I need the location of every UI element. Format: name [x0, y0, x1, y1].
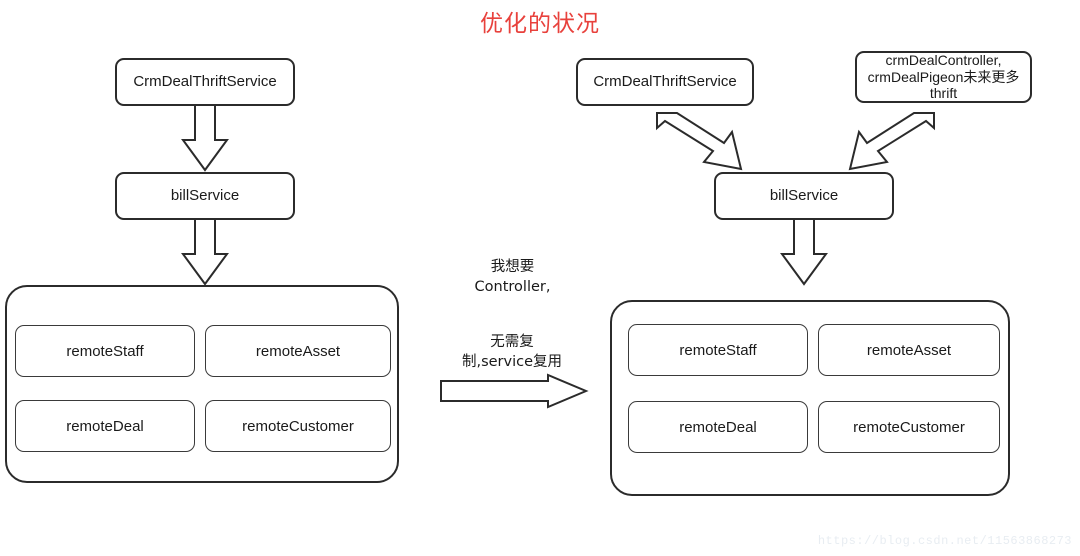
middle-label-no-copy-reuse: 无需复 制,service复用: [461, 334, 563, 370]
block-arrow-right-icon: [440, 373, 589, 409]
right-inner-node-remotecustomer[interactable]: remoteCustomer: [818, 401, 1000, 453]
block-arrow-down-icon: [181, 104, 229, 172]
watermark-text: https://blog.csdn.net/11563868273: [817, 534, 1072, 548]
left-inner-node-remoteasset[interactable]: remoteAsset: [205, 325, 391, 377]
left-node-billservice[interactable]: billService: [115, 172, 295, 220]
block-arrow-diagonal-down-right-icon: [656, 112, 743, 171]
block-arrow-down-icon: [780, 218, 828, 286]
right-node-crmdealcontroller[interactable]: crmDealController, crmDealPigeon未来更多 thr…: [855, 51, 1032, 103]
left-remote-services-group: remoteStaff remoteAsset remoteDeal remot…: [5, 285, 399, 483]
block-arrow-down-icon: [181, 218, 229, 286]
middle-label-want-controller: 我想要 Controller,: [474, 259, 551, 295]
left-node-crmdealthriftservice[interactable]: CrmDealThriftService: [115, 58, 295, 106]
left-inner-node-remotestaff[interactable]: remoteStaff: [15, 325, 195, 377]
right-remote-services-group: remoteStaff remoteAsset remoteDeal remot…: [610, 300, 1010, 496]
right-inner-node-remotedeal[interactable]: remoteDeal: [628, 401, 808, 453]
right-node-billservice[interactable]: billService: [714, 172, 894, 220]
left-inner-node-remotecustomer[interactable]: remoteCustomer: [205, 400, 391, 452]
right-inner-node-remoteasset[interactable]: remoteAsset: [818, 324, 1000, 376]
right-node-crmdealthriftservice[interactable]: CrmDealThriftService: [576, 58, 754, 106]
block-arrow-diagonal-down-left-icon: [848, 112, 935, 171]
right-inner-node-remotestaff[interactable]: remoteStaff: [628, 324, 808, 376]
left-inner-node-remotedeal[interactable]: remoteDeal: [15, 400, 195, 452]
page-title: 优化的状况: [480, 11, 600, 37]
